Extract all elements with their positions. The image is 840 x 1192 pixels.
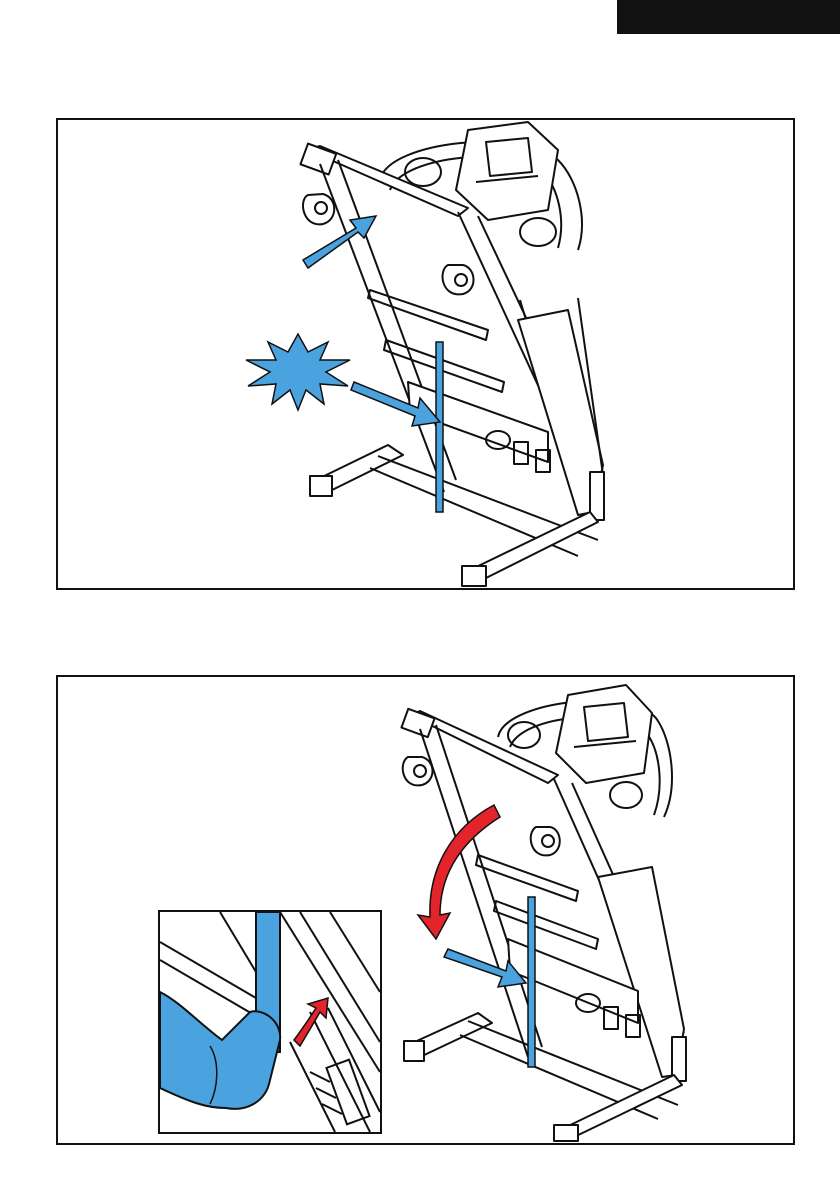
red-arrow-lowering (418, 805, 500, 939)
hydraulic-cylinder (436, 342, 443, 512)
burst-icon (246, 334, 350, 410)
section-tab (617, 0, 840, 34)
treadmill-drawing-1 (58, 120, 793, 588)
inset-foot-press (158, 910, 382, 1134)
hydraulic-cylinder (528, 897, 535, 1067)
inset-drawing (160, 912, 380, 1132)
figure-panel-2 (56, 675, 795, 1145)
figure-panel-1 (56, 118, 795, 590)
